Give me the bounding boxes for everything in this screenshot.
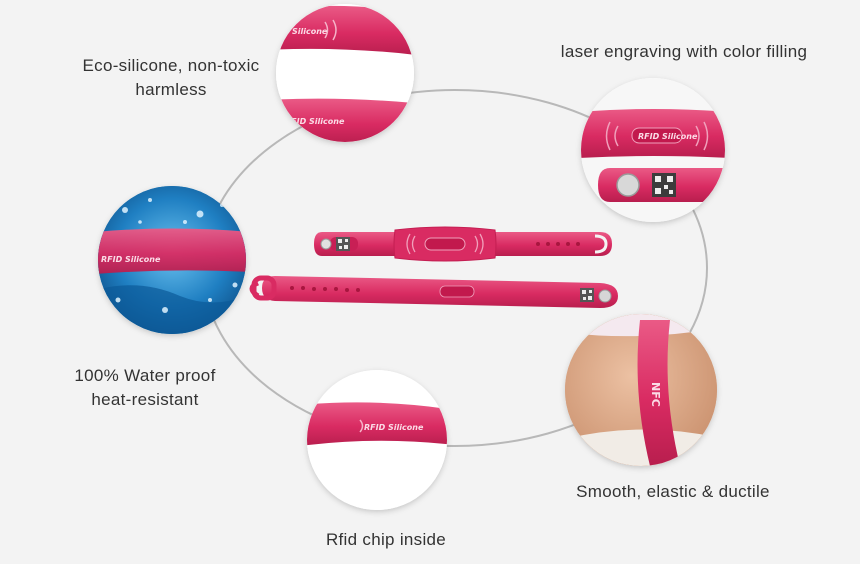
brand-text: RFID Silicone <box>364 423 424 432</box>
svg-text:Silicone: Silicone <box>292 27 328 36</box>
svg-text:RFID Silicone: RFID Silicone <box>285 117 345 126</box>
caption-line: harmless <box>135 80 207 99</box>
caption-elastic: Smooth, elastic & ductile <box>548 480 798 504</box>
caption-laser-engraving: laser engraving with color filling <box>526 40 842 64</box>
caption-line: laser engraving with color filling <box>560 42 808 61</box>
caption-rfid-chip: Rfid chip inside <box>296 528 476 552</box>
caption-line: Eco-silicone, non-toxic <box>82 56 260 75</box>
caption-line: Smooth, elastic & ductile <box>576 482 770 501</box>
caption-line: heat-resistant <box>91 390 199 409</box>
caption-water-proof: 100% Water proof heat-resistant <box>50 364 240 412</box>
svg-text:RFID Silicone: RFID Silicone <box>638 132 698 141</box>
wristband-top <box>314 226 612 262</box>
caption-eco-silicone: Eco-silicone, non-toxic harmless <box>60 54 282 102</box>
band-nfc-label: NFC <box>649 382 662 407</box>
svg-text:RFID Silicone: RFID Silicone <box>101 255 161 264</box>
wristband-bottom <box>249 275 618 308</box>
caption-line: Rfid chip inside <box>325 530 447 549</box>
caption-line: 100% Water proof <box>74 366 216 385</box>
